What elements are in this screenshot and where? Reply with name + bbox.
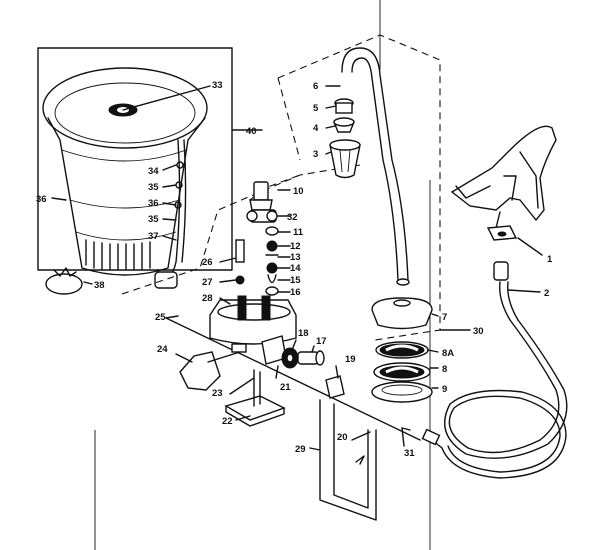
pin-26 (235, 239, 245, 263)
label-25: 25 (155, 312, 166, 323)
label-27: 27 (202, 277, 213, 288)
pump-housing-group (277, 34, 471, 403)
piston-assembly (165, 315, 421, 441)
label-8a: 8A (442, 348, 454, 359)
label-35a: 35 (148, 182, 159, 193)
tank-bottom-ribs (85, 239, 151, 271)
spray-hose (421, 261, 568, 479)
suction-tube (341, 47, 409, 281)
strainer-parts (329, 98, 361, 179)
label-21: 21 (280, 382, 291, 393)
label-35b: 35 (148, 214, 159, 225)
label-28: 28 (202, 293, 213, 304)
mounting-bracket (309, 399, 411, 521)
label-36a: 36 (36, 194, 47, 205)
hose-fitting-2 (493, 261, 509, 281)
leader-1 (517, 237, 543, 256)
label-1: 1 (547, 254, 553, 265)
label-26: 26 (202, 257, 213, 268)
leader-33 (122, 85, 211, 111)
label-15: 15 (290, 275, 301, 286)
label-14: 14 (290, 263, 301, 274)
label-37: 37 (148, 231, 159, 242)
diaphragm-stack (371, 297, 433, 403)
leader-20 (351, 431, 371, 441)
dashed-connector-tank (121, 164, 361, 295)
leader-36a (51, 197, 67, 201)
label-10: 10 (293, 186, 304, 197)
leader-4 (325, 125, 336, 129)
label-4: 4 (313, 123, 319, 134)
label-5: 5 (313, 103, 319, 114)
leader-3 (325, 151, 332, 155)
label-3: 3 (313, 149, 318, 160)
label-33: 33 (212, 80, 223, 91)
label-30: 30 (473, 326, 484, 337)
valve-stack (246, 174, 301, 296)
pump-body (209, 239, 297, 345)
label-22: 22 (222, 416, 233, 427)
filter-sponge (45, 267, 83, 295)
label-9: 9 (442, 384, 447, 395)
leader-38 (83, 281, 93, 285)
label-7: 7 (442, 312, 447, 323)
leader-8a (427, 349, 439, 353)
leader-29 (309, 447, 321, 451)
label-6: 6 (313, 81, 318, 92)
motor-24 (179, 351, 221, 391)
part-labels: 1 2 3 4 5 6 7 8A 8 9 10 11 12 13 14 15 1… (36, 80, 553, 459)
leader-7 (431, 313, 439, 317)
label-34: 34 (148, 166, 159, 177)
label-13: 13 (290, 252, 301, 263)
label-24: 24 (157, 344, 168, 355)
label-29: 29 (295, 444, 306, 455)
label-32: 32 (287, 212, 298, 223)
label-20: 20 (337, 432, 348, 443)
label-18: 18 (298, 328, 309, 339)
label-11: 11 (293, 227, 304, 238)
tank-assembly-box (37, 47, 263, 295)
label-38: 38 (94, 280, 105, 291)
leader-2 (507, 289, 541, 293)
label-19: 19 (345, 354, 356, 365)
spray-gun (450, 125, 557, 256)
spring-27 (235, 275, 245, 285)
label-36b: 36 (148, 198, 159, 209)
label-8: 8 (442, 364, 447, 375)
rod-25 (165, 317, 421, 441)
leader-31 (401, 427, 405, 447)
label-2: 2 (544, 288, 549, 299)
label-40: 40 (246, 126, 257, 137)
label-31: 31 (404, 448, 415, 459)
label-16: 16 (290, 287, 301, 298)
tank-body (42, 67, 208, 289)
label-17: 17 (316, 336, 327, 347)
label-23: 23 (212, 388, 223, 399)
label-12: 12 (290, 241, 301, 252)
leader-5 (325, 105, 337, 109)
